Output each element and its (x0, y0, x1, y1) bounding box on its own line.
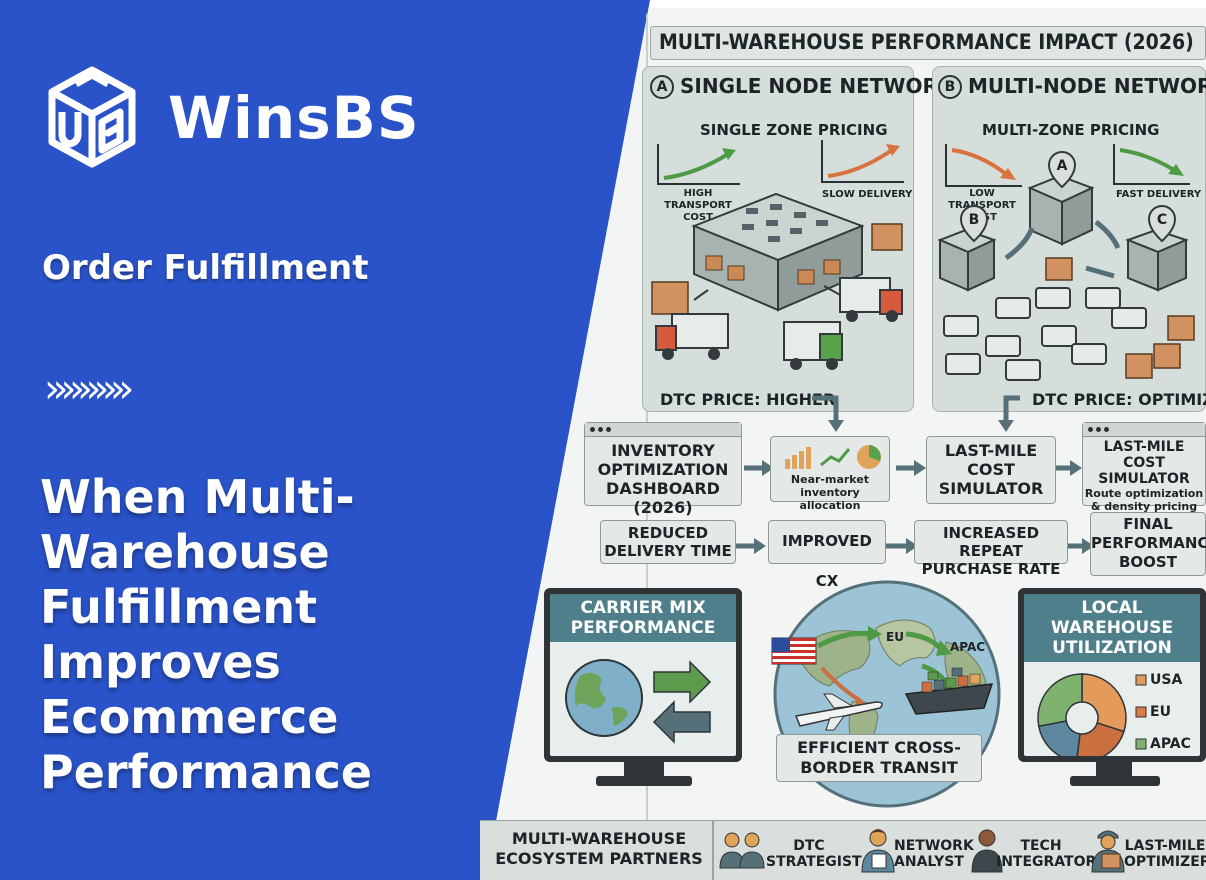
network-analyst-icon (861, 829, 895, 873)
panel-b-title-text: MULTI-NODE NETWORK (968, 74, 1206, 98)
panel-b-badge: B (938, 75, 962, 99)
location-pin-c-icon: C (1147, 204, 1177, 243)
partner-network-analyst: NETWORK ANALYST (894, 838, 974, 870)
svg-text:B: B (969, 212, 980, 228)
partners-title: MULTI-WAREHOUSE ECOSYSTEM PARTNERS (495, 829, 703, 868)
partner-tech-integrator: TECH INTEGRATOR (996, 838, 1097, 870)
window-titlebar (585, 423, 741, 437)
improved-cx-label: IMPROVED CX (782, 532, 872, 590)
utilization-monitor: LOCAL WAREHOUSE UTILIZATION USA EU APAC (1018, 588, 1206, 762)
legend-label-usa: USA (1150, 672, 1182, 688)
globe-eu-label: EU (886, 630, 904, 644)
repeat-purchase-label: INCREASED REPEAT PURCHASE RATE (921, 524, 1061, 578)
analytics-charts-icon (785, 445, 881, 469)
svg-text:A: A (1057, 158, 1068, 174)
location-pin-b-icon: B (959, 204, 989, 243)
carrier-mix-screen: CARRIER MIX PERFORMANCE (550, 594, 736, 756)
near-market-label: Near-market inventory allocation (790, 473, 870, 512)
legend-swatch-eu (1135, 706, 1147, 718)
airplane-icon (794, 693, 883, 731)
donut-slice-eu (1076, 721, 1125, 756)
inventory-dashboard-box: INVENTORY OPTIMIZATION DASHBOARD (2026) (584, 422, 742, 517)
partners-divider (712, 820, 714, 880)
globe-transfer-icon (565, 659, 712, 744)
reduced-delivery-time-box: REDUCED DELIVERY TIME (600, 520, 736, 564)
utilization-screen: LOCAL WAREHOUSE UTILIZATION USA EU APAC (1024, 594, 1200, 756)
carrier-mix-monitor: CARRIER MIX PERFORMANCE (544, 588, 742, 762)
repeat-purchase-box: INCREASED REPEAT PURCHASE RATE (914, 520, 1068, 578)
low-transport-cost-chart-icon (945, 144, 1022, 187)
carrier-monitor-base (596, 776, 692, 786)
window-titlebar (1083, 423, 1205, 437)
improved-cx-box: IMPROVED CX (768, 520, 886, 590)
near-market-allocation-box: Near-market inventory allocation (770, 436, 890, 512)
location-pin-a-icon: A (1047, 150, 1077, 189)
category-label: Order Fulfillment (42, 248, 369, 288)
central-warehouse-illustration (651, 192, 903, 370)
panel-a-title-text: SINGLE NODE NETWORK (680, 74, 954, 98)
legend-swatch-apac (1135, 738, 1147, 750)
last-mile-simulator-label: LAST-MILE COST SIMULATOR (938, 441, 1044, 498)
fast-delivery-chart-icon (1113, 144, 1190, 185)
brand-logo: WinsBS (44, 64, 420, 172)
dtc-strategist-icon (719, 832, 765, 869)
last-mile-simulator-box: LAST-MILE COST SIMULATOR (926, 436, 1056, 504)
partners-band (480, 820, 1206, 880)
last-mile-simulator-detail-sub: Route optimization & density pricing (1084, 487, 1204, 513)
last-mile-optimizer-icon (1091, 830, 1125, 873)
slow-delivery-chart-icon (821, 140, 904, 183)
panel-b-pricing: MULTI-ZONE PRICING (982, 121, 1160, 139)
legend-label-eu: EU (1150, 704, 1171, 720)
brand-name: WinsBS (168, 84, 420, 152)
carrier-monitor-stand (624, 762, 664, 778)
chevron-divider: »»»»» (44, 366, 134, 412)
utilization-monitor-base (1070, 776, 1160, 786)
utilization-donut-chart: USA EU APAC (1037, 672, 1191, 756)
cube-logo-icon (48, 66, 136, 168)
multi-warehouse-illustration: A B C (937, 150, 1195, 381)
final-boost-box: FINAL PERFORMANCE BOOST (1090, 512, 1206, 576)
panel-b-price: DTC PRICE: OPTIMIZED (1032, 390, 1206, 409)
cargo-ship-icon (904, 667, 994, 715)
panel-a-pricing: SINGLE ZONE PRICING (700, 121, 888, 139)
infographic-title: MULTI-WAREHOUSE PERFORMANCE IMPACT (2026… (650, 26, 1206, 60)
globe-apac-label: APAC (950, 640, 986, 654)
utilization-title: LOCAL WAREHOUSE UTILIZATION (1024, 594, 1200, 662)
last-mile-simulator-detail-box: LAST-MILE COST SIMULATOR Route optimizat… (1082, 422, 1206, 513)
partner-dtc-strategist: DTC STRATEGIST (766, 838, 862, 870)
usa-flag-icon (771, 637, 817, 665)
panel-a-right-label: SLOW DELIVERY (822, 189, 913, 200)
donut-slice-apac (1037, 720, 1081, 756)
panel-a-badge: A (650, 75, 674, 99)
donut-slice-usa (1081, 673, 1127, 733)
panel-b-right-label: FAST DELIVERY (1116, 189, 1202, 200)
reduced-delivery-time-label: REDUCED DELIVERY TIME (604, 524, 732, 560)
carrier-mix-title: CARRIER MIX PERFORMANCE (550, 594, 736, 642)
headline: When Multi-Warehouse Fulfillment Improve… (40, 470, 373, 799)
panel-a-price: DTC PRICE: HIGHER (660, 390, 836, 409)
cross-border-caption: EFFICIENT CROSS-BORDER TRANSIT (776, 734, 982, 782)
tech-integrator-icon (971, 829, 1003, 873)
donut-slice-other (1037, 673, 1083, 728)
panel-a-left-label: HIGH TRANSPORT COST (664, 188, 732, 223)
last-mile-simulator-detail-title: LAST-MILE COST SIMULATOR (1098, 439, 1190, 487)
inventory-dashboard-label: INVENTORY OPTIMIZATION DASHBOARD (2026) (597, 441, 729, 517)
utilization-monitor-stand (1096, 762, 1132, 778)
legend-label-apac: APAC (1150, 736, 1191, 752)
svg-text:C: C (1157, 212, 1167, 228)
legend-swatch-usa (1135, 674, 1147, 686)
partner-last-mile-optimizer: LAST-MILE OPTIMIZER (1124, 838, 1206, 870)
high-transport-cost-chart-icon (657, 144, 740, 185)
final-boost-label: FINAL PERFORMANCE BOOST (1091, 515, 1206, 571)
